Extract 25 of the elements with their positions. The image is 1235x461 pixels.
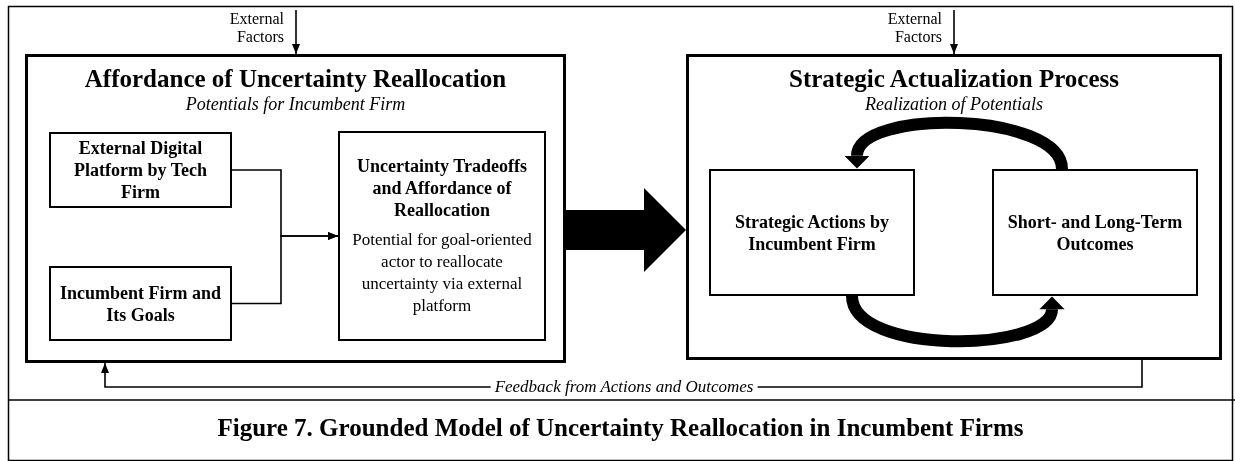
box-description: Potential for goal-oriented actor to reallocate uncertainty via external platform bbox=[351, 229, 533, 317]
concept-box bbox=[709, 169, 915, 296]
panel-title: Strategic Actualization Process bbox=[788, 65, 1120, 93]
figure-caption: Figure 7. Grounded Model of Uncertainty Reallocation in Incumbent Firms bbox=[216, 414, 1025, 442]
block-arrow bbox=[566, 188, 686, 272]
arrow bbox=[292, 9, 300, 55]
box-heading: External Digital Platform by Tech Firm bbox=[73, 137, 208, 203]
influence-label: External Factors bbox=[180, 10, 300, 48]
panel-box bbox=[686, 54, 1222, 360]
edge-label: Feedback from Actions and Outcomes bbox=[490, 377, 758, 397]
arrow bbox=[950, 9, 958, 55]
concept-box bbox=[992, 169, 1198, 296]
panel-subtitle: Potentials for Incumbent Firm bbox=[184, 93, 407, 115]
panel-subtitle: Realization of Potentials bbox=[864, 93, 1044, 115]
concept-box bbox=[49, 132, 232, 208]
box-heading: Uncertainty Tradeoffs and Affordance of Reallocation bbox=[356, 155, 528, 221]
concept-box bbox=[338, 131, 546, 341]
influence-label: External Factors bbox=[838, 10, 958, 48]
box-heading: Incumbent Firm and Its Goals bbox=[59, 281, 222, 326]
panel-title: Affordance of Uncertainty Reallocation bbox=[83, 65, 508, 93]
arrow bbox=[231, 232, 339, 305]
concept-box bbox=[49, 266, 232, 341]
panel-box bbox=[25, 54, 566, 363]
box-heading: Strategic Actions by Incumbent Firm bbox=[734, 210, 890, 255]
box-heading: Short- and Long-Term Outcomes bbox=[1006, 210, 1184, 255]
